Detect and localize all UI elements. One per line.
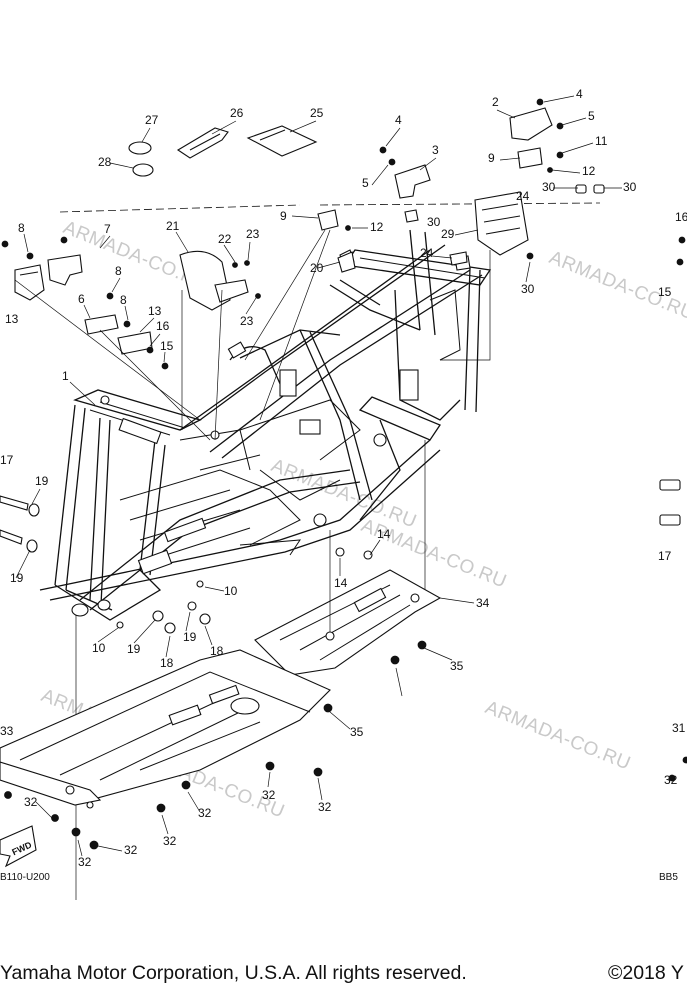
callout: 32 — [163, 834, 177, 848]
right-edge-parts — [659, 236, 686, 526]
callout: 28 — [98, 155, 112, 169]
callout: 6 — [78, 292, 85, 306]
callout: 32 — [78, 855, 92, 869]
callout: 30 — [542, 180, 556, 194]
callout: 10 — [224, 584, 238, 598]
callout: 27 — [145, 113, 159, 127]
callout: 25 — [310, 106, 324, 120]
callout: 24 — [420, 246, 434, 260]
callout: 35 — [350, 725, 364, 739]
diagram-code-left: B110-U200 — [0, 872, 50, 883]
callout: 30 — [427, 215, 441, 229]
callout: 19 — [127, 642, 141, 656]
callout: 4 — [395, 113, 402, 127]
callout: 19 — [10, 571, 24, 585]
callout: 35 — [450, 659, 464, 673]
callout: 2 — [492, 95, 499, 109]
callout: 24 — [516, 189, 530, 203]
callout: 29 — [441, 227, 455, 241]
diagram-code-right: BB5 — [659, 872, 678, 883]
callout: 16 — [156, 319, 170, 333]
callout: 5 — [362, 176, 369, 190]
callout: 8 — [115, 264, 122, 278]
callout: 23 — [240, 314, 254, 328]
cover-parts — [179, 250, 261, 441]
callout: 26 — [230, 106, 244, 120]
callout: 18 — [160, 656, 174, 670]
callout: 17 — [0, 453, 14, 467]
callout: 4 — [576, 87, 583, 101]
callout: 32 — [262, 788, 276, 802]
callout: 9 — [280, 209, 287, 223]
callout: 15 — [658, 285, 672, 299]
callout: 12 — [370, 220, 384, 234]
callout: 10 — [92, 641, 106, 655]
front-brackets — [1, 236, 211, 441]
callout: 21 — [166, 219, 180, 233]
callout: 19 — [35, 474, 49, 488]
small-brackets — [337, 251, 468, 273]
callout: 32 — [318, 800, 332, 814]
callout: 23 — [246, 227, 260, 241]
callout: 7 — [104, 222, 111, 236]
callout: 3 — [432, 143, 439, 157]
callout: 22 — [218, 232, 232, 246]
callout: 30 — [623, 180, 637, 194]
callout: 30 — [521, 282, 535, 296]
callout: 5 — [588, 109, 595, 123]
callout: 8 — [120, 293, 127, 307]
callout: 14 — [377, 527, 391, 541]
fwd-arrow-icon: FWD — [0, 825, 37, 868]
callouts: 27 28 26 25 4 3 5 2 4 5 11 9 12 30 30 24… — [0, 87, 687, 869]
callout: 9 — [488, 151, 495, 165]
callout: 1 — [62, 369, 69, 383]
callout: 15 — [160, 339, 174, 353]
copyright-year: ©2018 Y — [608, 962, 684, 984]
callout: 19 — [183, 630, 197, 644]
callout: 32 — [124, 843, 138, 857]
top-left-parts — [128, 125, 318, 177]
reference-line — [59, 202, 601, 213]
callout: 13 — [5, 312, 19, 326]
bottom-bolts — [4, 547, 687, 850]
callout: 16 — [675, 210, 687, 224]
callout: 32 — [24, 795, 38, 809]
callout: 32 — [664, 773, 678, 787]
callout: 31 — [672, 721, 686, 735]
callout: 18 — [210, 644, 224, 658]
callout: 11 — [595, 134, 608, 148]
watermark: ARMADA-CO.RU — [482, 697, 633, 774]
left-bolts — [0, 495, 211, 900]
callout: 32 — [198, 806, 212, 820]
callout: 17 — [658, 549, 672, 563]
callout: 13 — [148, 304, 162, 318]
watermark: ARMADA-CO.RU — [268, 455, 419, 532]
copyright-text: Yamaha Motor Corporation, U.S.A. All rig… — [0, 962, 467, 984]
callout: 8 — [18, 221, 25, 235]
callout: 12 — [582, 164, 596, 178]
callout: 20 — [310, 261, 324, 275]
skid-plate-front — [0, 649, 331, 809]
right-top-parts — [440, 98, 605, 361]
center-top-parts — [244, 146, 471, 421]
callout: 33 — [0, 724, 14, 738]
callout: 34 — [476, 596, 490, 610]
callout: 14 — [334, 576, 348, 590]
main-frame — [39, 229, 492, 621]
